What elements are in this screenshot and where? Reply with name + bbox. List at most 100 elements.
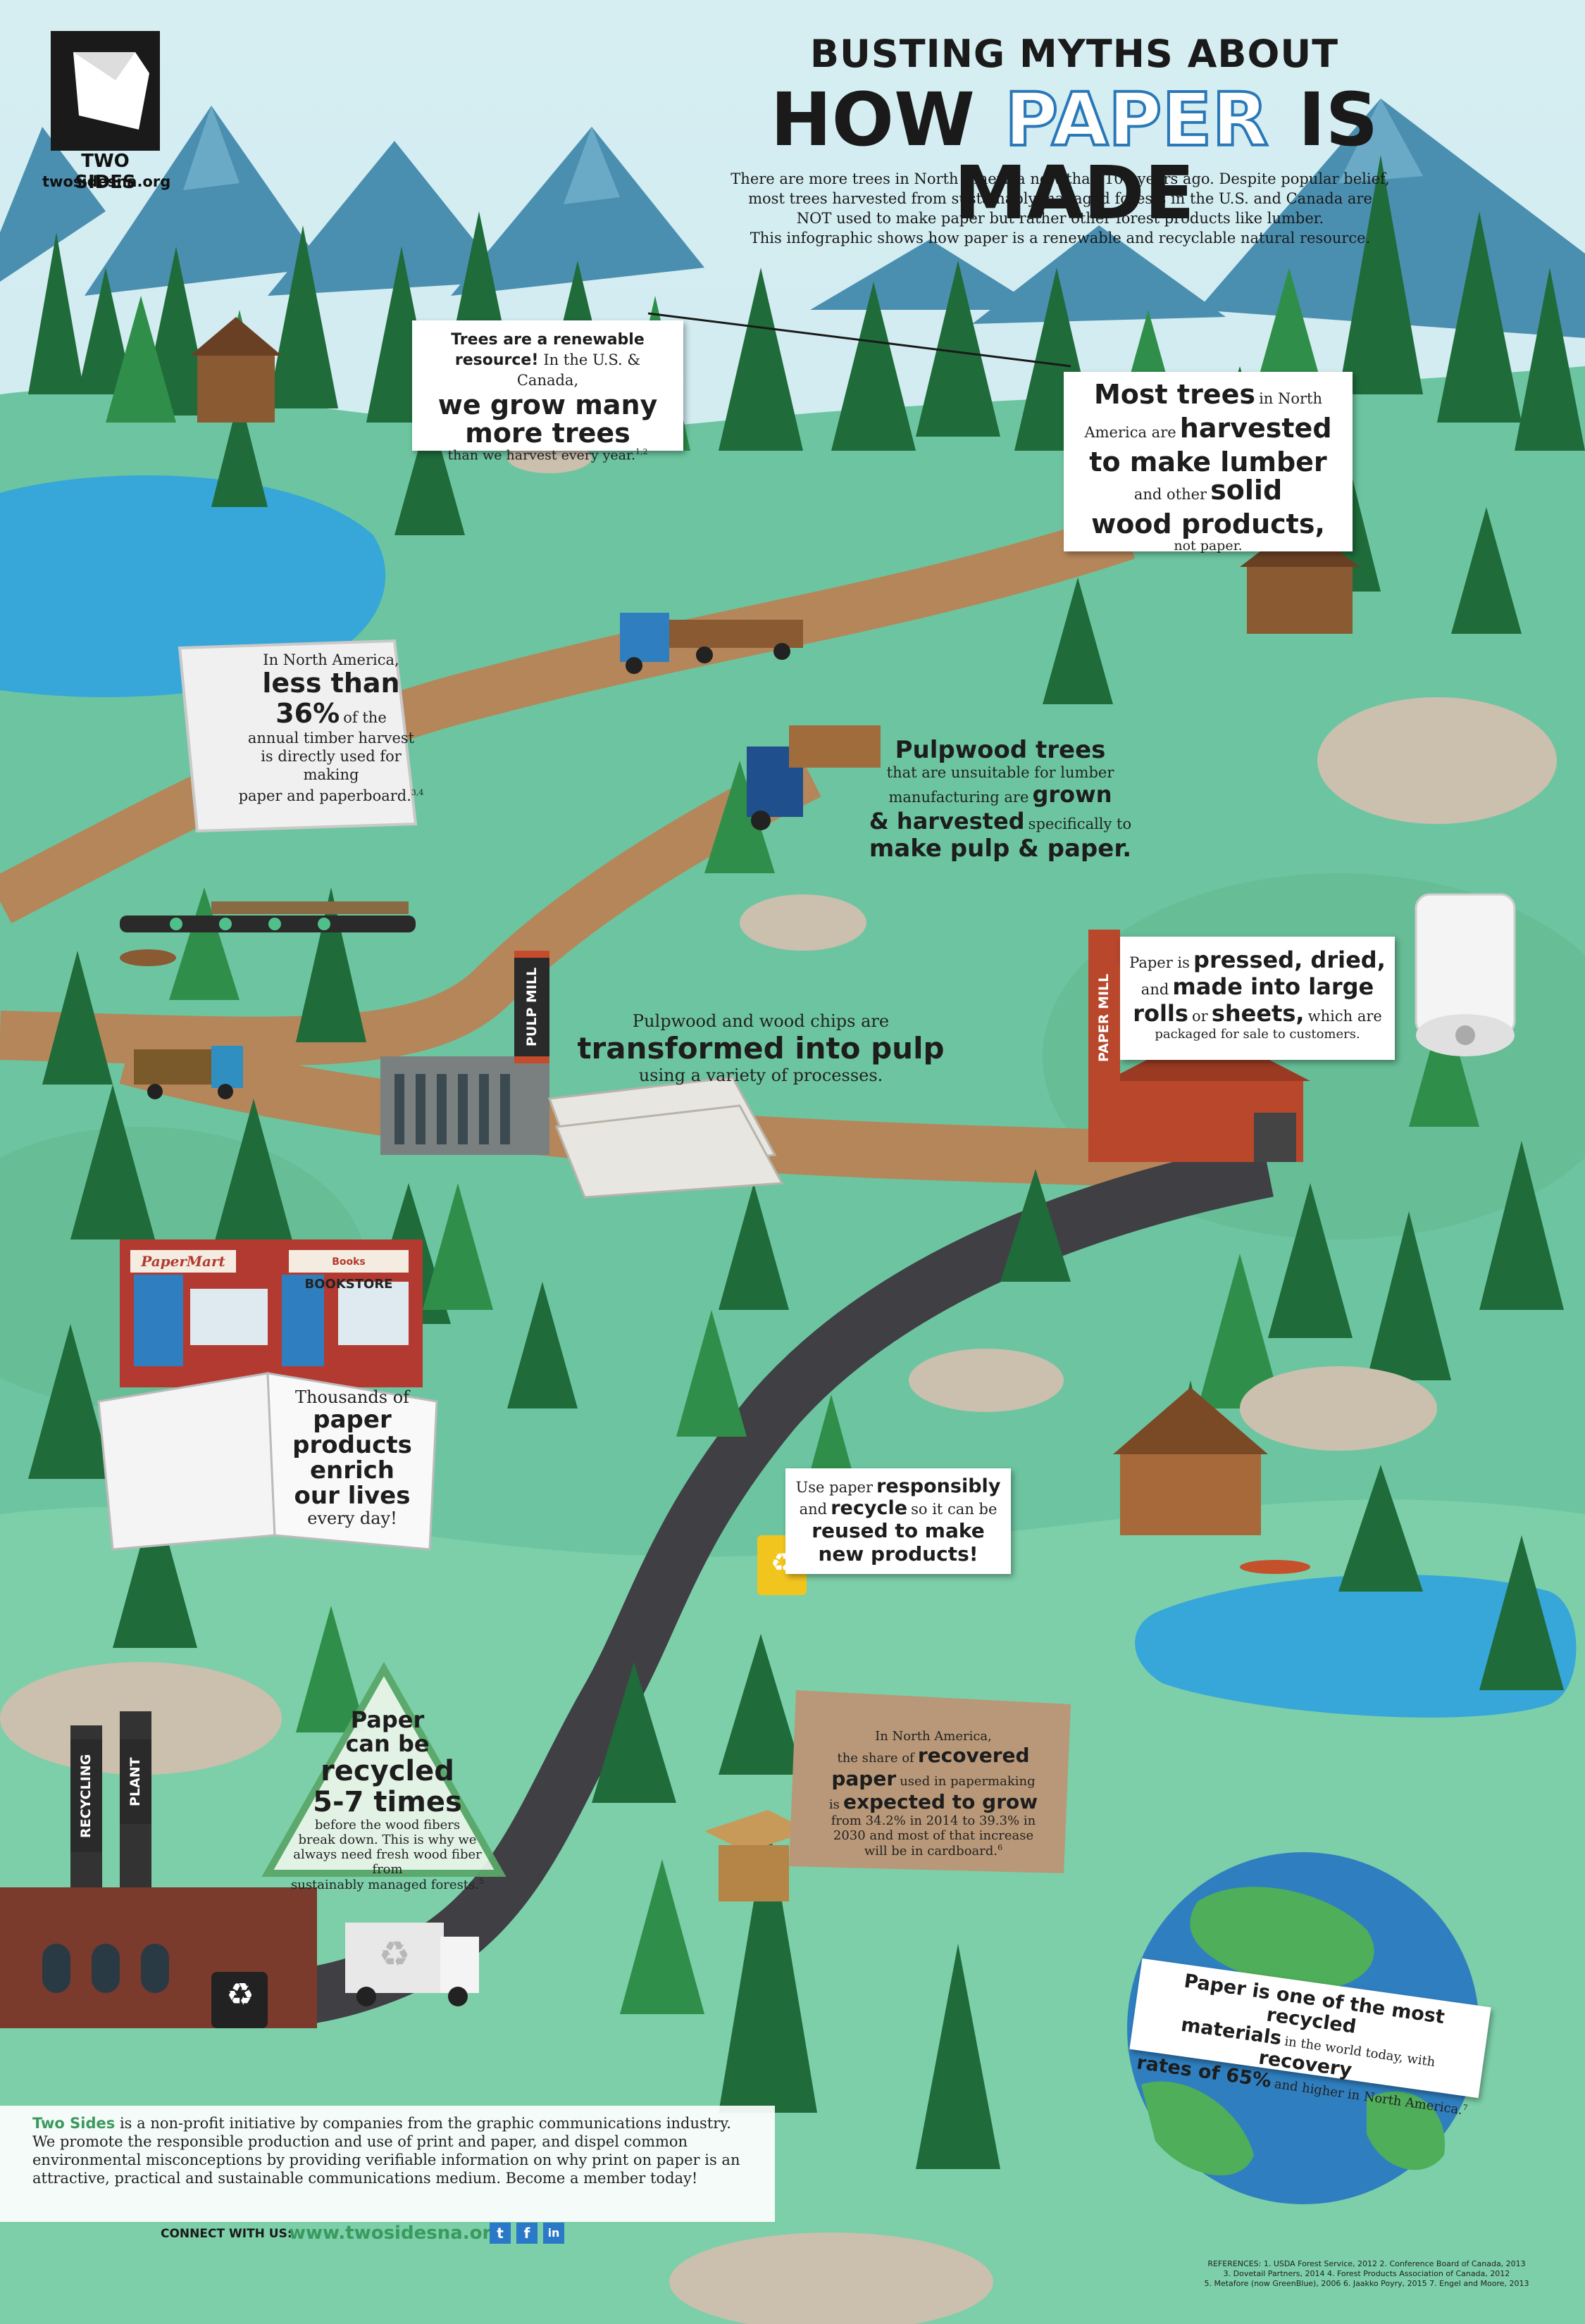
callout-highlight: more trees xyxy=(465,418,630,449)
callout-text: of the xyxy=(343,709,387,726)
callout-highlight: paper xyxy=(313,1406,392,1434)
callout-highlight: solid xyxy=(1210,475,1283,506)
callout-text: that are unsuitable for lumber xyxy=(886,764,1114,781)
callout-text: Pulpwood and wood chips are xyxy=(632,1011,890,1031)
cardboard-card xyxy=(789,1690,1071,1873)
title-top: BUSTING MYTHS ABOUT xyxy=(809,32,1339,76)
footnote-mark: 6 xyxy=(997,1843,1003,1852)
logo-label: TWO SIDES xyxy=(75,151,136,193)
logo[interactable] xyxy=(51,31,160,151)
callout-text: manufacturing are xyxy=(888,789,1029,806)
callout-text: In North America, xyxy=(263,651,399,668)
trees xyxy=(28,155,1585,2169)
callout-highlight: recycle xyxy=(831,1497,908,1519)
callout-text: break down. This is why we xyxy=(298,1832,477,1847)
callout-text: than we harvest every year. xyxy=(447,447,636,463)
callout-highlight: to make lumber xyxy=(1089,446,1327,477)
callout-pressed: Paper is pressed, dried, and made into l… xyxy=(1120,937,1395,1060)
paper-mill-sign: PAPER MILL xyxy=(1088,965,1120,1070)
callout-highlight: recovered xyxy=(917,1744,1030,1767)
callout-pulpwood: Pulpwood trees that are unsuitable for l… xyxy=(817,736,1183,863)
title-paper: PAPER xyxy=(1003,77,1270,163)
recycle-icon: ♻ xyxy=(378,1934,411,1975)
callout-highlight: Pulpwood trees xyxy=(895,736,1106,764)
logo-url[interactable]: twosidesna.org xyxy=(42,173,171,190)
recycle-icon: ♻ xyxy=(770,1549,794,1578)
callout-highlight: pressed, dried, xyxy=(1193,947,1386,973)
callout-highlight: transformed into pulp xyxy=(577,1031,945,1066)
website-link[interactable]: www.twosidesna.org xyxy=(289,2223,504,2244)
bookstore-label: BOOKSTORE xyxy=(304,1277,393,1292)
callout-highlight: products xyxy=(292,1431,412,1459)
footnote-mark: 1,2 xyxy=(635,447,648,456)
callout-highlight: expected to grow xyxy=(843,1790,1038,1813)
cabin-top-left xyxy=(190,317,282,423)
recycling-sign: RECYCLING xyxy=(70,1739,102,1852)
callout-text: and other xyxy=(1133,486,1207,503)
zip-line xyxy=(647,312,1071,368)
callout-recycled-times: Paper can be recycled 5-7 times before t… xyxy=(278,1708,497,1892)
twitter-icon[interactable]: t xyxy=(490,2223,511,2244)
intro-line: There are more trees in North America no… xyxy=(731,170,1390,187)
dirt-road-top xyxy=(0,511,1136,924)
page-title: HOW PAPER IS MADE xyxy=(669,82,1479,230)
footer-description: is a non-profit initiative by companies … xyxy=(32,2115,740,2187)
callout-highlight: make pulp & paper. xyxy=(869,835,1132,863)
callout-text: every day! xyxy=(307,1508,397,1528)
callout-text: always need fresh wood fiber from xyxy=(293,1847,482,1877)
callout-text: which are xyxy=(1307,1008,1382,1025)
callout-highlight: sheets, xyxy=(1211,1000,1305,1027)
callout-text: annual timber harvest xyxy=(247,730,415,746)
callout-text: is xyxy=(828,1797,840,1812)
callout-text: packaged for sale to customers. xyxy=(1155,1027,1360,1042)
callout-text: will be in cardboard. xyxy=(864,1844,998,1858)
pulp-mill-sign: PULP MILL xyxy=(514,958,549,1056)
callout-text: using a variety of processes. xyxy=(638,1066,883,1085)
footnote-mark: 3,4 xyxy=(411,788,424,797)
callout-text: specifically to xyxy=(1028,816,1132,832)
title-how: HOW xyxy=(770,77,975,163)
callout-text: and xyxy=(1140,981,1169,998)
paper-logo-icon xyxy=(73,52,149,130)
facebook-icon[interactable]: f xyxy=(516,2223,537,2244)
callout-text: so it can be xyxy=(911,1501,997,1518)
callout-highlight: new products! xyxy=(818,1542,978,1566)
plant-sign: PLANT xyxy=(120,1739,151,1824)
connect-label: CONNECT WITH US: xyxy=(161,2227,292,2241)
newspaper-stack xyxy=(178,639,418,833)
callout-highlight: we grow many xyxy=(437,389,658,420)
callout-highlight: recycled xyxy=(321,1755,454,1787)
callout-highlight: 5-7 times xyxy=(313,1786,462,1818)
linkedin-icon[interactable]: in xyxy=(543,2223,564,2244)
callout-highlight: made into large xyxy=(1172,973,1374,1000)
callout-text: the share of xyxy=(837,1751,914,1766)
callout-text: not paper. xyxy=(1174,538,1243,554)
canoe xyxy=(1240,1560,1310,1574)
callout-text: Paper is xyxy=(1129,954,1190,971)
callout-highlight: Paper xyxy=(350,1706,425,1733)
callout-text: before the wood fibers xyxy=(314,1818,461,1832)
dirt-road-middle xyxy=(0,752,821,1066)
recycling-truck xyxy=(345,1923,479,2006)
callout-highlight: Most trees xyxy=(1093,379,1255,410)
books-label: Books xyxy=(332,1256,366,1268)
lake-top-left xyxy=(0,475,386,697)
callout-text: used in papermaking xyxy=(900,1774,1036,1789)
footer-brand: Two Sides xyxy=(32,2115,116,2132)
open-magazine xyxy=(97,1372,438,1551)
callout-highlight: enrich xyxy=(309,1456,395,1485)
callout-text: Use paper xyxy=(795,1479,874,1496)
callout-highlight: reused to make xyxy=(812,1519,985,1542)
cabin-lower-right xyxy=(1113,1387,1268,1535)
callout-text: from 34.2% in 2014 to 39.3% in xyxy=(831,1813,1036,1828)
callout-text: In North America, xyxy=(875,1729,992,1744)
callout-highlight: & harvested xyxy=(869,808,1025,835)
reference-line: 5. Metafore (now GreenBlue), 2006 6. Jaa… xyxy=(1204,2279,1529,2288)
chip-truck xyxy=(134,1046,243,1099)
recycle-icon: ♻ xyxy=(226,1977,254,2013)
cardboard-box xyxy=(704,1810,810,1901)
callout-harvest-share: In North America, less than 36% of the a… xyxy=(232,651,430,805)
footnote-mark: 7 xyxy=(1462,2102,1469,2113)
footer-text: Two Sides is a non-profit initiative by … xyxy=(32,2114,758,2187)
callout-text: 2030 and most of that increase xyxy=(833,1828,1034,1843)
